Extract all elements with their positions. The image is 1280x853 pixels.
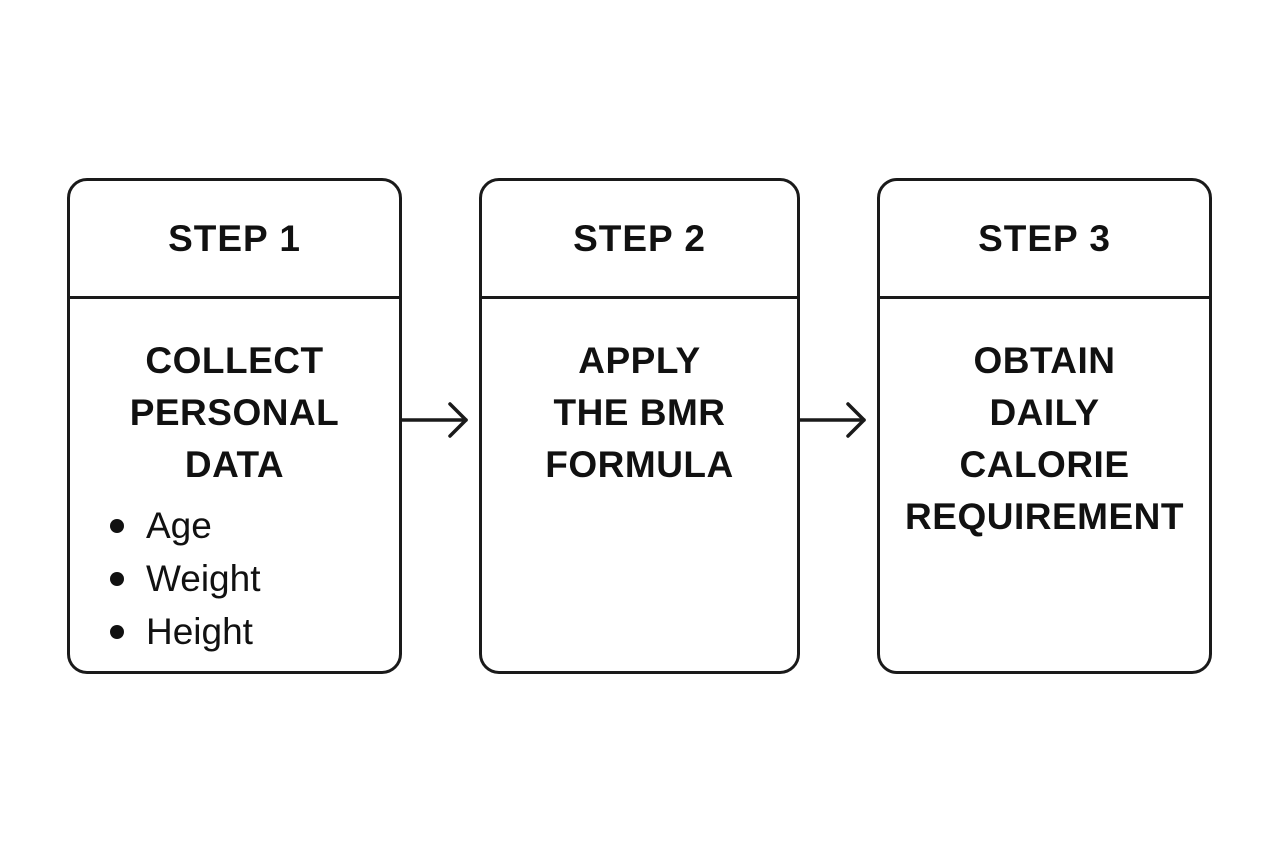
list-item: Age [110,499,399,552]
step-3-box: STEP 3 OBTAIN DAILY CALORIE REQUIREMENT [877,178,1212,674]
step-2-title: APPLY THE BMR FORMULA [545,340,734,485]
list-item: Weight [110,552,399,605]
arrow-right-icon [800,402,866,438]
bullet-label: Age [146,504,212,546]
bullet-icon [110,518,124,533]
step-3-title: OBTAIN DAILY CALORIE REQUIREMENT [905,340,1184,537]
arrow-right-icon [402,402,468,438]
step-1-bullet-list: Age Weight Height [70,499,399,658]
bullet-label: Weight [146,557,261,599]
step-1-box: STEP 1 COLLECT PERSONAL DATA Age Weight … [67,178,402,674]
step-2-box: STEP 2 APPLY THE BMR FORMULA [479,178,800,674]
step-1-body: COLLECT PERSONAL DATA Age Weight Height [70,299,399,658]
bullet-icon [110,571,124,586]
step-1-title: COLLECT PERSONAL DATA [129,340,340,485]
step-2-body: APPLY THE BMR FORMULA [482,299,797,491]
list-item: Height [110,605,399,658]
bullet-label: Height [146,610,253,652]
step-2-label: STEP 2 [482,181,797,299]
step-3-label: STEP 3 [880,181,1209,299]
step-3-body: OBTAIN DAILY CALORIE REQUIREMENT [880,299,1209,543]
step-1-label: STEP 1 [70,181,399,299]
bullet-icon [110,624,124,639]
